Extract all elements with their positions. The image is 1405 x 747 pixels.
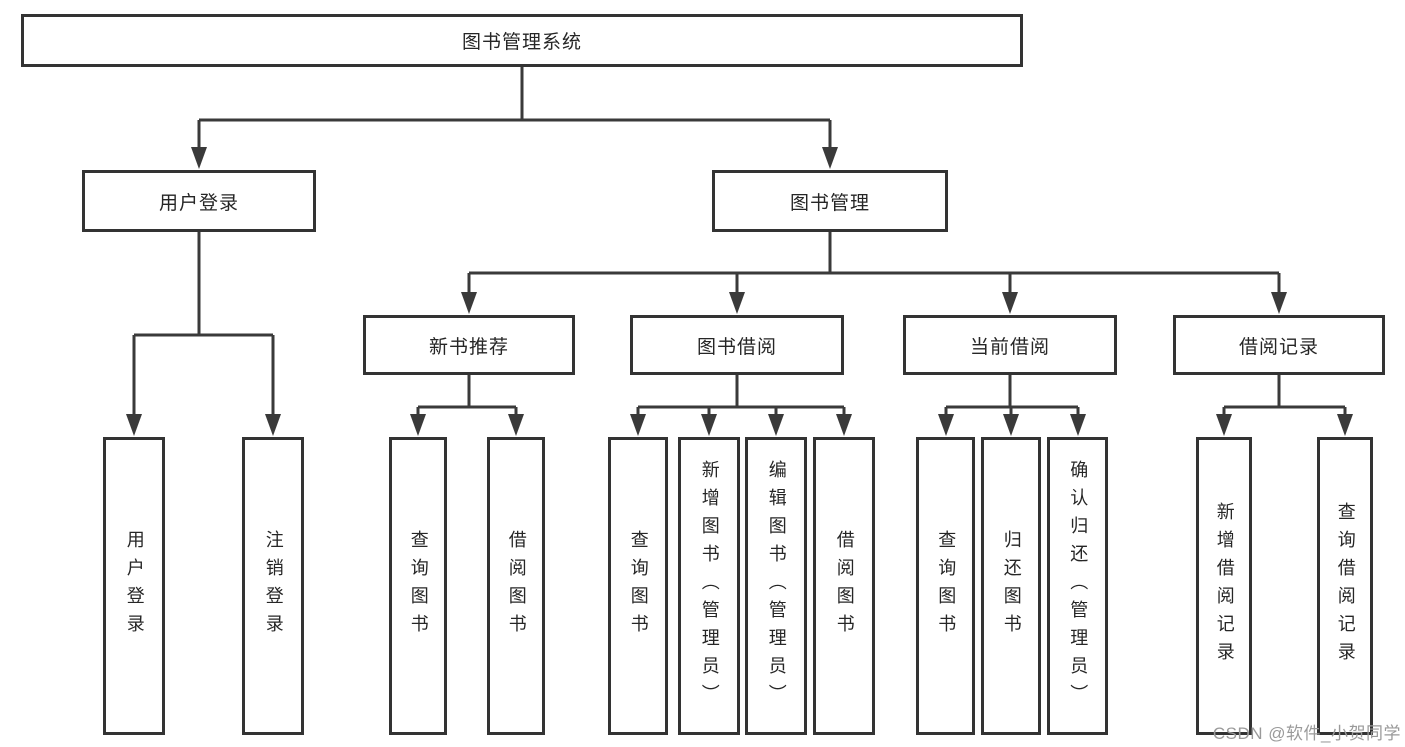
leaf-return-books: 归还图书: [981, 437, 1041, 735]
connector-current-borrow-to-leaves: [938, 375, 1086, 436]
leaf-user-login: 用户登录: [103, 437, 165, 735]
connector-borrow-records-to-leaves: [1216, 375, 1353, 436]
node-label: 查询图书: [936, 530, 957, 642]
leaf-confirm-return-admin: 确认归还（管理员）: [1047, 437, 1108, 735]
connector-book-borrow-to-leaves: [630, 375, 852, 436]
node-borrow-records: 借阅记录: [1173, 315, 1385, 375]
node-label: 借阅记录: [1238, 336, 1319, 358]
connector-root-to-level2: [191, 66, 838, 169]
node-label: 注销登录: [263, 530, 284, 642]
node-label: 借阅图书: [834, 530, 855, 642]
node-book-borrow: 图书借阅: [630, 315, 844, 375]
leaf-logout: 注销登录: [242, 437, 304, 735]
node-label: 图书管理系统: [461, 32, 582, 53]
leaf-edit-books-admin: 编辑图书（管理员）: [745, 437, 807, 735]
node-label: 确认归还（管理员）: [1068, 460, 1089, 712]
node-label: 查询图书: [628, 530, 649, 642]
watermark: CSDN @软件_小贺同学: [1212, 724, 1401, 743]
leaf-query-borrow-record: 查询借阅记录: [1317, 437, 1373, 735]
node-root: 图书管理系统: [21, 14, 1023, 67]
leaf-borrow-books: 借阅图书: [813, 437, 875, 735]
node-label: 编辑图书（管理员）: [766, 460, 787, 712]
node-current-borrow: 当前借阅: [903, 315, 1117, 375]
node-label: 新增图书（管理员）: [699, 460, 720, 712]
node-label: 当前借阅: [969, 336, 1050, 358]
node-label: 新增借阅记录: [1214, 502, 1235, 670]
connector-book-management-to-level3: [461, 232, 1287, 314]
node-label: 图书借阅: [696, 336, 777, 358]
node-new-book-recommend: 新书推荐: [363, 315, 575, 375]
node-label: 图书管理: [789, 192, 870, 214]
leaf-borrow-query-books: 查询图书: [608, 437, 668, 735]
leaf-recommend-query-books: 查询图书: [389, 437, 447, 735]
node-label: 查询图书: [408, 530, 429, 642]
node-label: 用户登录: [158, 192, 239, 214]
leaf-recommend-borrow-books: 借阅图书: [487, 437, 545, 735]
leaf-add-books-admin: 新增图书（管理员）: [678, 437, 740, 735]
connector-user-login-to-leaves: [126, 232, 281, 436]
leaf-add-borrow-record: 新增借阅记录: [1196, 437, 1252, 735]
node-user-login: 用户登录: [82, 170, 316, 232]
node-label: 用户登录: [124, 530, 145, 642]
node-book-management: 图书管理: [712, 170, 948, 232]
node-label: 借阅图书: [506, 530, 527, 642]
node-label: 查询借阅记录: [1335, 502, 1356, 670]
node-label: 归还图书: [1001, 530, 1022, 642]
connector-new-book-recommend-to-leaves: [410, 375, 524, 436]
leaf-current-query-books: 查询图书: [916, 437, 975, 735]
node-label: 新书推荐: [428, 336, 509, 358]
